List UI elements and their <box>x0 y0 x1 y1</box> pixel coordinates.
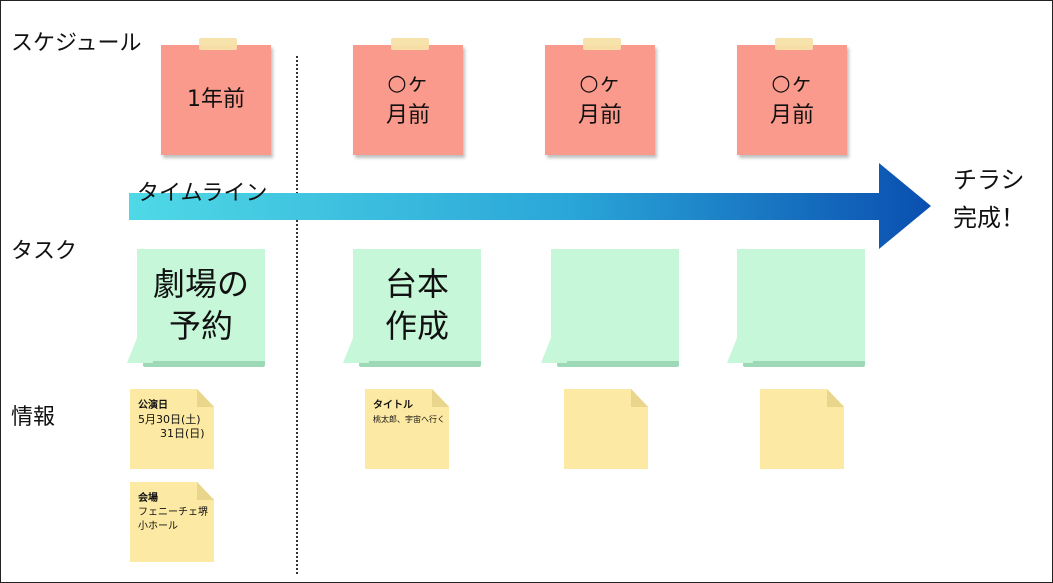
schedule-note-1[interactable]: 1年前 <box>161 38 271 155</box>
dotted-divider <box>296 56 298 574</box>
schedule-note-4[interactable]: ○ヶ 月前 <box>737 38 847 155</box>
goal-line-1: チラシ <box>953 166 1025 194</box>
tape <box>583 38 621 50</box>
info-note-line: 31日(日) <box>160 427 205 440</box>
info-note-empty-4[interactable] <box>760 389 844 469</box>
task-note-1[interactable]: 劇場の 予約 <box>127 249 265 367</box>
task-note-3[interactable] <box>541 249 679 367</box>
task-note-2[interactable]: 台本 作成 <box>343 249 481 367</box>
info-note-title: 会場 <box>138 493 158 504</box>
task-note-4[interactable] <box>727 249 865 367</box>
task-note-line: 予約 <box>168 307 233 345</box>
goal-text: チラシ 完成！ <box>953 161 1025 237</box>
info-note-title[interactable]: タイトル 桃太郎、宇宙へ行く <box>365 389 449 469</box>
schedule-note-text: ○ヶ 月前 <box>385 71 430 128</box>
info-note-title: 公演日 <box>138 400 168 411</box>
schedule-note-2[interactable]: ○ヶ 月前 <box>353 38 463 155</box>
schedule-note-text: ○ヶ 月前 <box>769 71 814 128</box>
tape <box>391 38 429 50</box>
label-schedule: スケジュール <box>11 31 142 56</box>
schedule-note-text: ○ヶ 月前 <box>577 71 622 128</box>
tape <box>775 38 813 50</box>
tape <box>199 38 237 50</box>
info-note-line: 5月30日(土) <box>138 413 201 426</box>
task-note-line: 台本 <box>384 265 449 303</box>
goal-line-2: 完成！ <box>953 204 1025 232</box>
schedule-note-3[interactable]: ○ヶ 月前 <box>545 38 655 155</box>
schedule-note-text: 1年前 <box>187 87 245 112</box>
label-task: タスク <box>11 239 78 264</box>
task-note-line: 劇場の <box>152 265 249 303</box>
info-note-line: 桃太郎、宇宙へ行く <box>373 415 445 424</box>
timeline-arrow <box>129 163 931 249</box>
info-note-heading: タイトル <box>373 400 413 411</box>
task-note-line: 作成 <box>384 307 449 345</box>
label-info: 情報 <box>11 405 56 430</box>
info-note-performance[interactable]: 公演日 5月30日(土) 31日(日) <box>130 389 214 469</box>
info-note-empty-3[interactable] <box>564 389 648 469</box>
info-note-line: フェニーチェ堺 <box>138 507 208 518</box>
label-timeline: タイムライン <box>137 181 268 206</box>
info-note-line: 小ホール <box>138 521 178 532</box>
info-note-venue[interactable]: 会場 フェニーチェ堺 小ホール <box>130 482 214 562</box>
